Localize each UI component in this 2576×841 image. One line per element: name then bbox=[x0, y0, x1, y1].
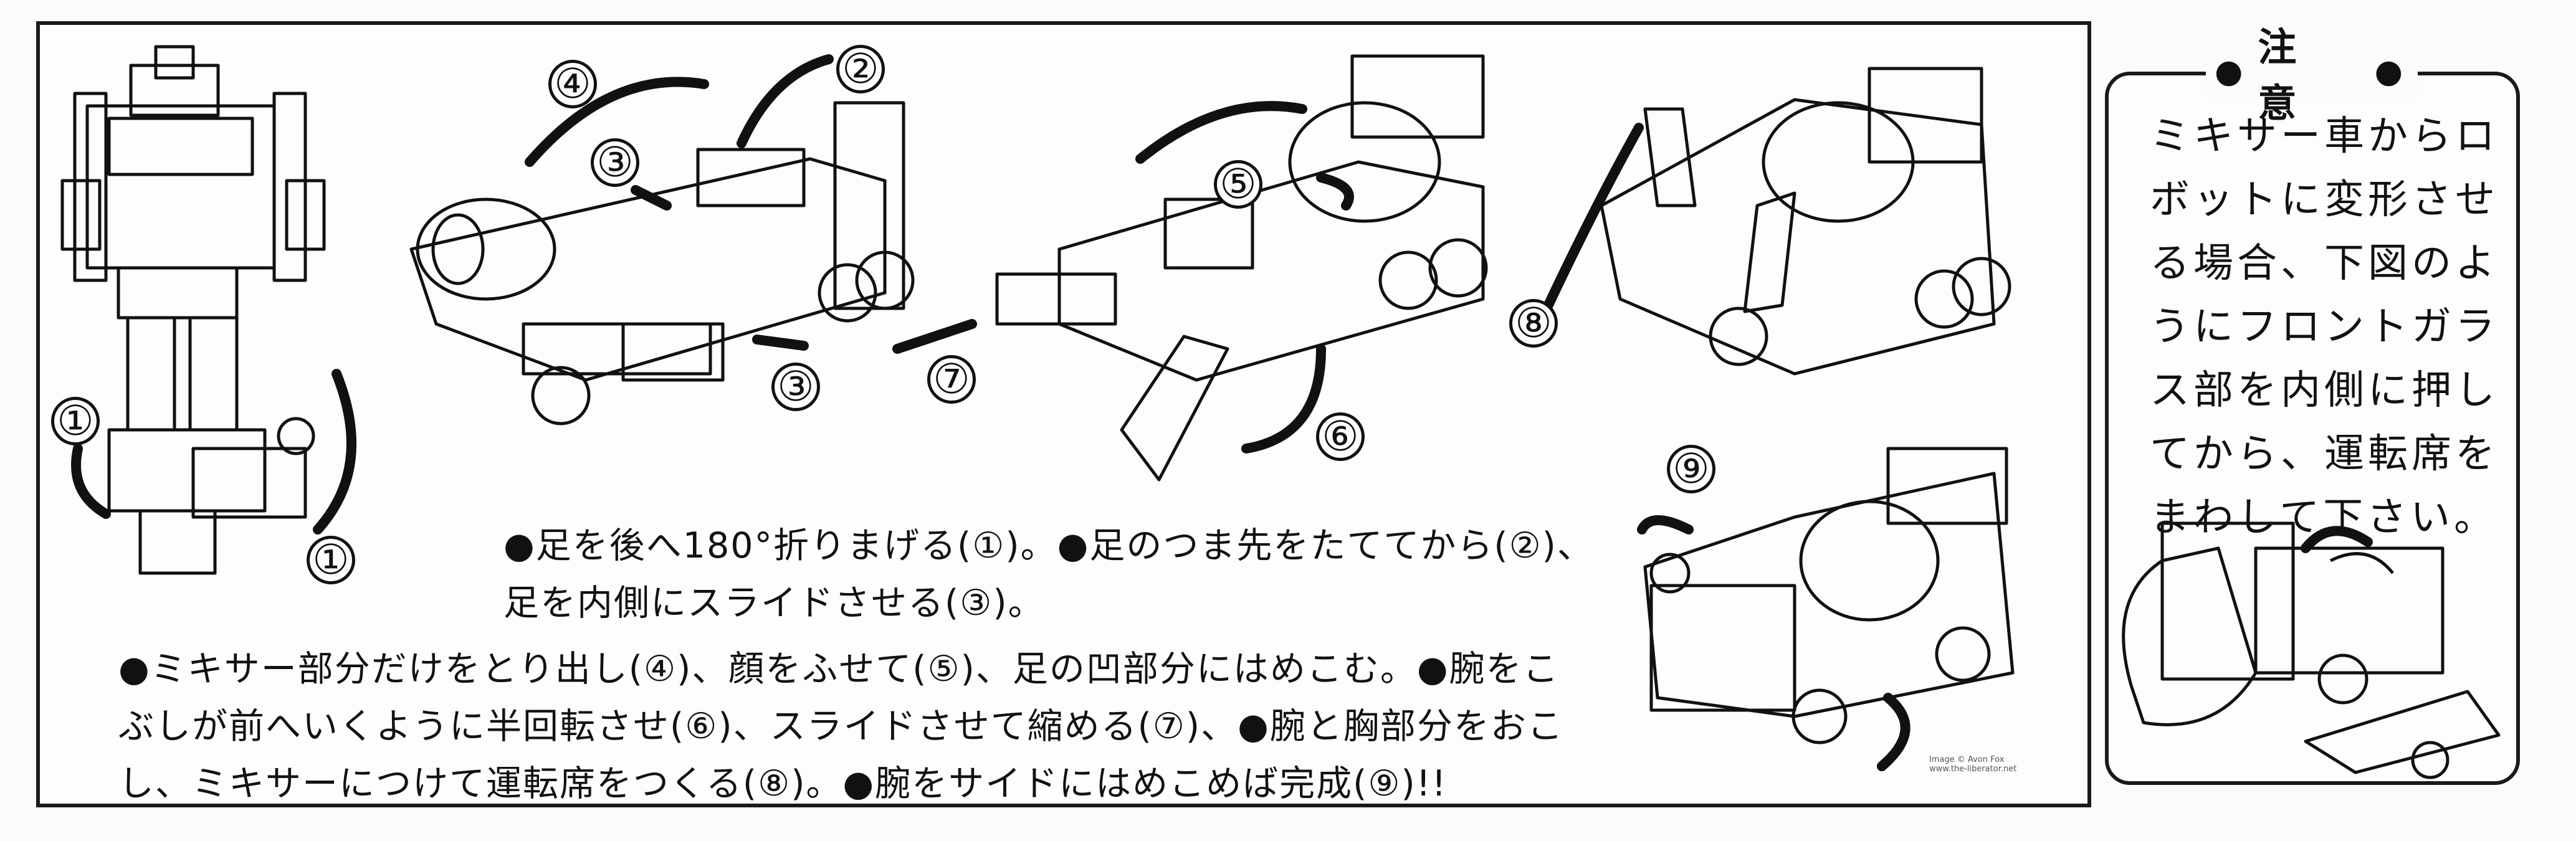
watermark-url: www.the-liberator.net bbox=[1929, 764, 2017, 774]
caution-text: ミキサー車からロボットに変形させる場合、下図のようにフロントガラス部を内側に押し… bbox=[2150, 113, 2499, 541]
bullet-icon: ● bbox=[2374, 53, 2409, 90]
step-label: ⑦ bbox=[927, 355, 976, 404]
instruction-panel bbox=[36, 21, 2091, 807]
step-label: ④ bbox=[548, 60, 597, 108]
caution-heading: ● 注 意 ● bbox=[2206, 24, 2418, 126]
instruction-line: ●足を後へ180°折りまげる(①)。●足のつま先をたててから(②)、 bbox=[503, 525, 1594, 566]
step-label: ① bbox=[51, 397, 100, 445]
motion-arrows bbox=[71, 54, 2373, 771]
step-label: ⑧ bbox=[1509, 299, 1558, 348]
step-label: ⑨ bbox=[1667, 445, 1715, 493]
step-label: ③ bbox=[591, 138, 639, 187]
caution-box bbox=[2105, 72, 2520, 785]
caution-title: 注 意 bbox=[2258, 24, 2303, 126]
watermark-credit: Image © Avon Fox bbox=[1929, 755, 2005, 764]
robot-figure-illustration bbox=[60, 45, 326, 575]
watermark: Image © Avon Fox www.the-liberator.net bbox=[1929, 755, 2016, 774]
truck-step-a-illustration bbox=[409, 101, 915, 425]
instruction-line: ぶしが前へいくように半回転させ(⑥)、スライドさせて縮める(⑦)、●腕と胸部分を… bbox=[118, 706, 1564, 747]
truck-finished-illustration bbox=[1643, 447, 2015, 744]
hand-pressing-illustration bbox=[2122, 521, 2501, 779]
step-label: ② bbox=[836, 45, 885, 93]
step-label: ③ bbox=[771, 363, 820, 411]
instruction-line: 足を内側にスライドさせる(③)。 bbox=[503, 582, 1045, 624]
instruction-line: ●ミキサー部分だけをとり出し(④)、顔をふせて(⑤)、足の凹部分にはめこむ。●腕… bbox=[118, 649, 1560, 690]
bullet-icon: ● bbox=[2215, 53, 2249, 90]
truck-step-b-illustration bbox=[995, 54, 1488, 482]
step-label: ⑤ bbox=[1214, 160, 1262, 209]
step-label: ⑥ bbox=[1316, 412, 1365, 461]
instruction-line: し、ミキサーにつけて運転席をつくる(⑧)。●腕をサイドにはめこめば完成(⑨)!! bbox=[118, 763, 1448, 804]
step-label: ① bbox=[307, 536, 355, 584]
truck-step-c-illustration bbox=[1600, 67, 2011, 376]
